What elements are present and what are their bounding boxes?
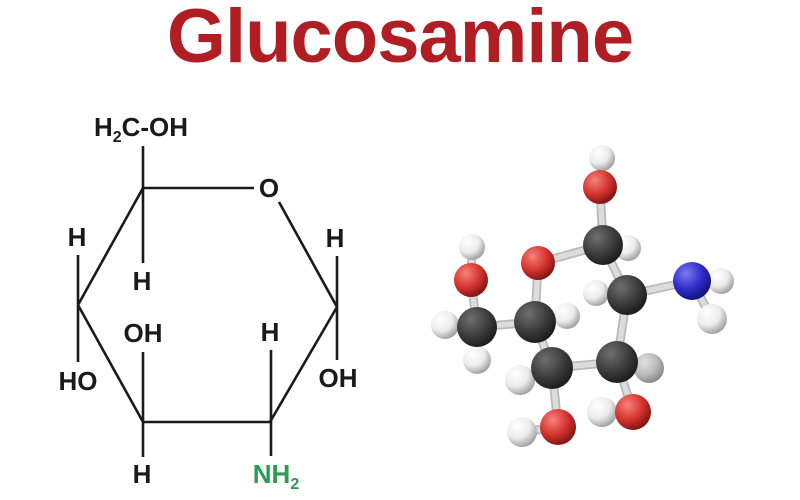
label-oh-on-c3: OH [124, 318, 163, 348]
atom-h-h_o6 [459, 234, 485, 260]
atom-h-h_c5 [554, 303, 580, 329]
atom-c-c5 [514, 301, 556, 343]
label-amine-group: NH2 [253, 459, 300, 493]
label-h-on-c4-top: H [68, 222, 87, 252]
label-h-on-c2-top: H [261, 317, 280, 347]
molecule-3d-model [431, 145, 734, 447]
atom-h-h_o1 [589, 145, 615, 171]
atom-h-h_c6b [463, 346, 491, 374]
bond-2d-5 [76, 187, 145, 306]
atom-h-h_n1 [708, 268, 734, 294]
atom-o-o4 [540, 409, 576, 445]
atom-c-c4 [531, 347, 573, 389]
label-ring-oxygen: O [259, 173, 279, 203]
atom-n-n [673, 262, 711, 300]
atom-o-o6 [454, 263, 488, 297]
atom-h-h_c6a [431, 311, 459, 339]
atom-c-c6 [457, 307, 497, 347]
atom-h-h_c3 [634, 353, 664, 383]
atom-c-c2 [607, 275, 647, 315]
bond-2d-1 [277, 201, 339, 308]
bond-2d-2 [268, 306, 339, 423]
atom-o-o3 [615, 394, 651, 430]
atom-h-h_n2 [697, 304, 727, 334]
bond-2d-4 [76, 304, 145, 423]
atom-h-h_o3 [587, 397, 617, 427]
label-h-on-c3-bottom: H [133, 459, 152, 489]
atom-o-o5 [521, 246, 555, 280]
label-h-on-c5-axial: H [133, 266, 152, 296]
atom-c-c1 [583, 225, 623, 265]
label-ch2oh-group: H2C-OH [94, 112, 188, 146]
atom-h-h_o4 [507, 417, 537, 447]
atom-o-o1 [583, 170, 617, 204]
atom-h-h_c2 [583, 280, 609, 306]
atom-h-h_c4 [505, 365, 535, 395]
label-oh-on-c1: OH [319, 363, 358, 393]
label-ho-on-c4: HO [59, 366, 98, 396]
label-h-on-c1-top: H [326, 223, 345, 253]
atom-c-c3 [596, 341, 638, 383]
page-title: Glucosamine [166, 0, 634, 79]
